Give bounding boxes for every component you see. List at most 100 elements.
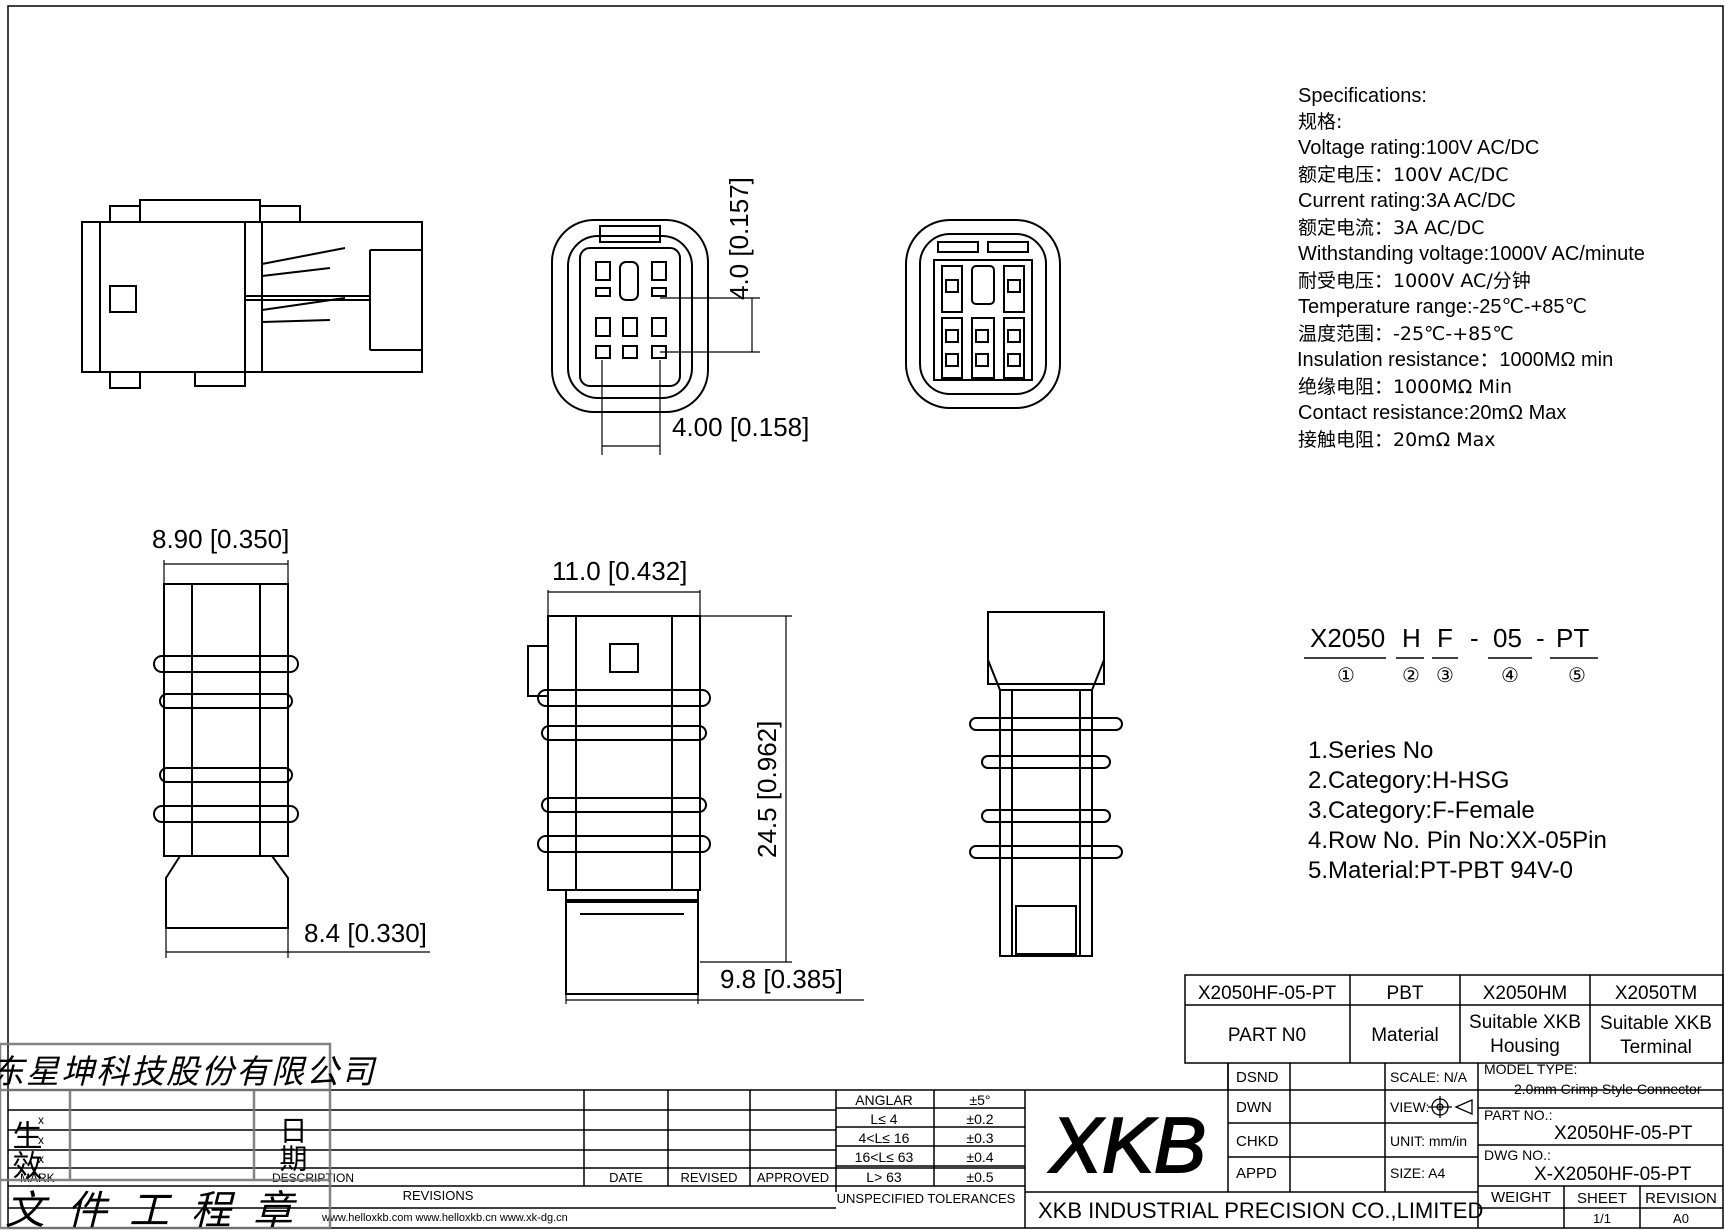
right-elevation-connector	[969, 611, 1123, 957]
seal-right-chars: 日期	[276, 1116, 309, 1172]
part-code-dash: -	[1470, 623, 1479, 653]
spec-line: Insulation resistance：1000MΩ min	[1297, 349, 1613, 371]
parts-table-cell: Terminal	[1620, 1037, 1692, 1058]
legend-line: 4.Row No. Pin No:XX-05Pin	[1308, 827, 1607, 854]
label-appd: APPD	[1236, 1165, 1277, 1182]
tolerance-value: ±5°	[969, 1092, 990, 1108]
revisions-col-date: DATE	[609, 1170, 643, 1185]
part-code-pins: 05	[1493, 623, 1522, 653]
part-code-marker: ④	[1501, 665, 1519, 687]
spec-line: Withstanding voltage:1000V AC/minute	[1298, 243, 1645, 265]
label-scale: SCALE: N/A	[1390, 1069, 1468, 1085]
spec-line: 耐受电压：1000V AC/分钟	[1298, 270, 1531, 292]
spec-heading-en: Specifications:	[1298, 85, 1427, 107]
spec-line: 接触电阻：20mΩ Max	[1298, 429, 1496, 451]
parts-table-cell: X2050HF-05-PT	[1198, 983, 1337, 1004]
label-dwn: DWN	[1236, 1099, 1272, 1116]
spec-line: Voltage rating:100V AC/DC	[1298, 137, 1539, 159]
sheet-border	[7, 5, 1724, 1229]
part-code: X2050 H F - 05 - PT ① ② ③ ④ ⑤	[1304, 623, 1598, 687]
tolerance-caption: UNSPECIFIED TOLERANCES	[837, 1191, 1016, 1206]
parts-table-cell: PART N0	[1228, 1025, 1306, 1046]
revisions-col-revised: REVISED	[680, 1170, 737, 1185]
spec-line: Contact resistance:20mΩ Max	[1298, 402, 1566, 424]
label-unit: UNIT: mm/in	[1390, 1133, 1467, 1149]
revisions-mark: x	[38, 1113, 44, 1127]
label-view: VIEW:	[1390, 1099, 1429, 1115]
value-model-type: 2.0mm Crimp Style Connector	[1514, 1081, 1702, 1097]
value-part-no: X2050HF-05-PT	[1554, 1123, 1693, 1144]
part-code-legend: 1.Series No 2.Category:H-HSG 3.Category:…	[1308, 737, 1607, 884]
spec-heading-cn: 规格:	[1298, 111, 1342, 133]
left-elevation-dimension-lines	[163, 560, 430, 958]
revisions-websites: www.helloxkb.com www.helloxkb.cn www.xk-…	[321, 1212, 568, 1224]
label-revision: REVISION	[1645, 1190, 1717, 1207]
label-dwg-no: DWG NO.:	[1484, 1147, 1551, 1163]
part-code-marker: ③	[1436, 665, 1454, 687]
tolerance-value: ±0.5	[966, 1169, 993, 1185]
parts-table: X2050HF-05-PT PBT X2050HM X2050TM PART N…	[1184, 974, 1724, 1064]
label-weight: WEIGHT	[1491, 1189, 1551, 1206]
tolerance-range: 4<L≤ 16	[859, 1130, 910, 1146]
front-view-connector	[551, 219, 709, 413]
spec-line: 额定电压：100V AC/DC	[1298, 164, 1509, 186]
side-view-connector	[81, 199, 423, 389]
rear-view-connector	[905, 219, 1061, 409]
spec-line: Temperature range:-25℃-+85℃	[1298, 296, 1587, 318]
part-code-dash: -	[1536, 623, 1545, 653]
value-sheet: 1/1	[1593, 1211, 1611, 1226]
part-code-marker: ①	[1337, 665, 1355, 687]
label-sheet: SHEET	[1577, 1190, 1627, 1207]
parts-table-cell: X2050HM	[1483, 983, 1568, 1004]
part-code-material: PT	[1556, 623, 1589, 653]
projection-symbol-icon	[1428, 1096, 1473, 1118]
company-name: XKB INDUSTRIAL PRECISION CO.,LIMITED	[1038, 1198, 1483, 1223]
tolerance-value: ±0.4	[966, 1149, 993, 1165]
dim-mid-bottom-width: 9.8 [0.385]	[720, 964, 843, 994]
tolerance-value: ±0.2	[966, 1111, 993, 1127]
tolerance-value: ±0.3	[966, 1130, 993, 1146]
parts-table-cell: Housing	[1490, 1036, 1560, 1057]
left-elevation-connector	[153, 583, 299, 929]
specifications-block: Specifications: 规格: Voltage rating:100V …	[1297, 85, 1645, 451]
dim-mid-top-width: 11.0 [0.432]	[552, 556, 687, 586]
tolerance-range: L> 63	[866, 1169, 902, 1185]
dim-side-bottom-width: 8.4 [0.330]	[304, 918, 427, 948]
spec-line: 额定电流：3A AC/DC	[1298, 217, 1484, 239]
seal-left-chars: 生效	[7, 1120, 42, 1180]
front-dimension-lines	[601, 297, 760, 455]
middle-elevation-dimension-lines	[547, 590, 864, 1004]
label-dsnd: DSND	[1236, 1069, 1279, 1086]
label-size: SIZE: A4	[1390, 1165, 1445, 1181]
part-code-marker: ⑤	[1568, 665, 1586, 687]
part-code-marker: ②	[1402, 665, 1420, 687]
tolerance-range: L≤ 4	[870, 1111, 897, 1127]
legend-line: 2.Category:H-HSG	[1308, 767, 1509, 794]
title-block-grid	[8, 1063, 1723, 1228]
dim-side-top-width: 8.90 [0.350]	[152, 524, 289, 554]
revisions-caption: REVISIONS	[403, 1188, 474, 1203]
tolerance-range: ANGLAR	[855, 1092, 913, 1108]
parts-table-cell: PBT	[1387, 983, 1424, 1004]
middle-elevation-connector	[527, 615, 711, 995]
parts-table-cell: Suitable XKB	[1469, 1012, 1581, 1033]
part-code-category-f: F	[1437, 623, 1453, 653]
spec-line: 绝缘电阻：1000MΩ Min	[1298, 376, 1512, 398]
seal-bottom: 文件工程章	[5, 1188, 315, 1230]
dim-front-height: 4.0 [0.157]	[724, 177, 754, 300]
spec-line: 温度范围：-25℃-+85℃	[1298, 323, 1514, 345]
company-logo: XKB	[1048, 1101, 1206, 1189]
revisions-col-mark: MARK	[20, 1171, 55, 1185]
revisions-col-description: DESCRIPTION	[272, 1171, 354, 1185]
legend-line: 3.Category:F-Female	[1308, 797, 1535, 824]
value-revision: A0	[1673, 1211, 1689, 1226]
label-model-type: MODEL TYPE:	[1484, 1061, 1577, 1077]
part-code-category-h: H	[1402, 623, 1421, 653]
value-dwg-no: X-X2050HF-05-PT	[1534, 1164, 1692, 1185]
tolerance-range: 16<L≤ 63	[855, 1149, 914, 1165]
parts-table-cell: X2050TM	[1615, 983, 1697, 1004]
spec-line: Current rating:3A AC/DC	[1298, 190, 1516, 212]
revisions-mark: x	[38, 1152, 44, 1166]
seal-company-cn: 广东星坤科技股份有限公司	[0, 1052, 377, 1091]
